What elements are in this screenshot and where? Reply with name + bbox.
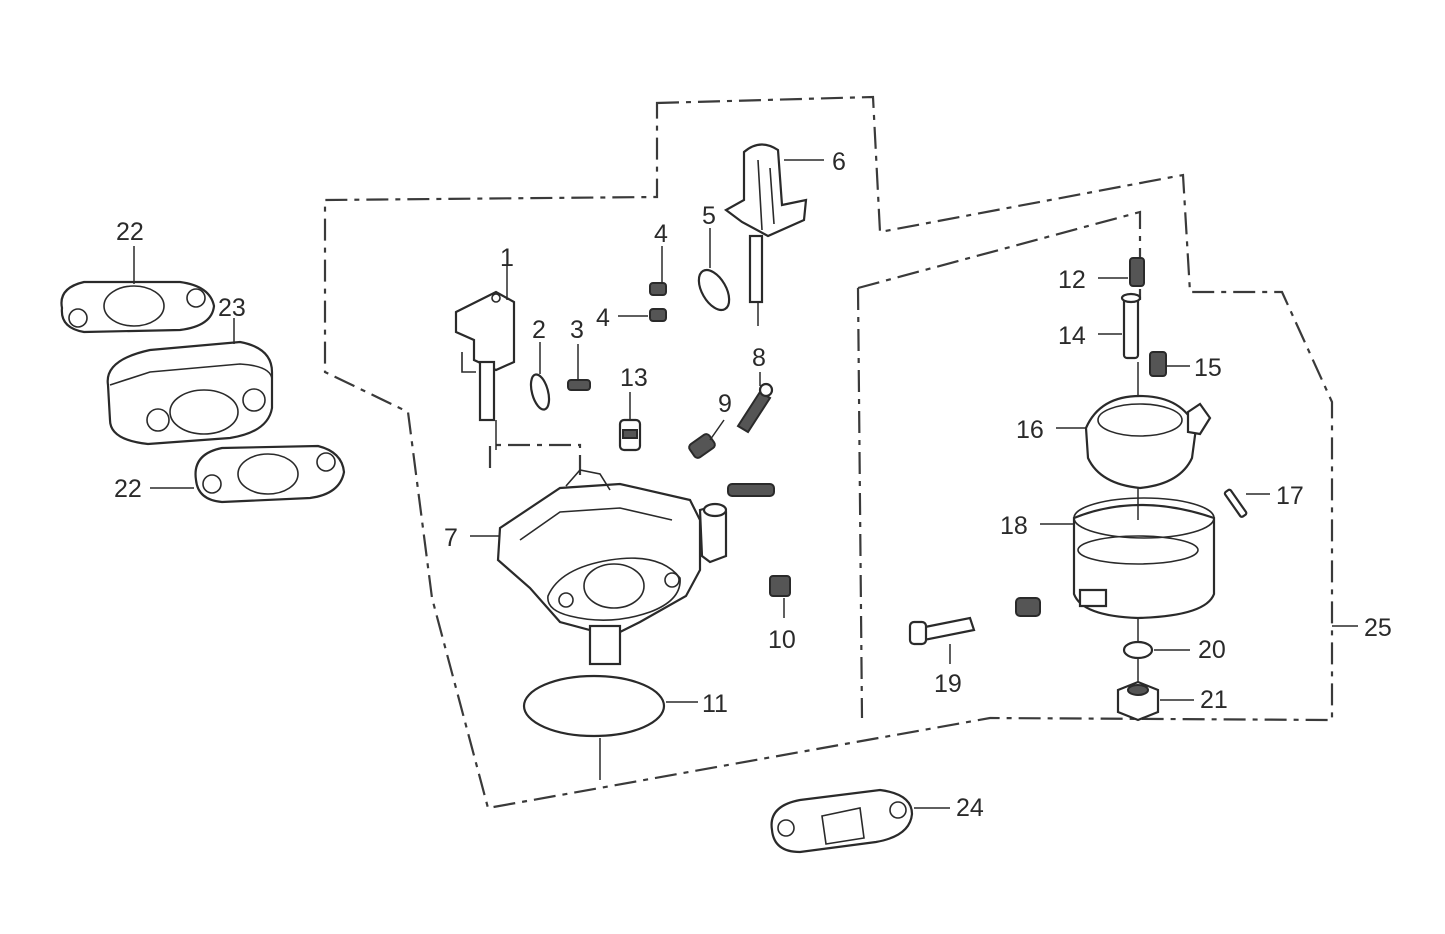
part-15-needle-valve — [1149, 351, 1167, 377]
part-9-spring — [688, 433, 716, 459]
callout-9: 9 — [718, 390, 732, 418]
part-14-needle-tube — [1120, 292, 1142, 360]
part-21-drain-bolt — [1116, 680, 1160, 722]
callout-7: 7 — [444, 524, 458, 552]
part-22-gasket-top — [60, 280, 216, 334]
part-4-screws — [649, 282, 667, 322]
part-16-float — [1084, 394, 1212, 490]
part-13-fitting — [618, 418, 642, 452]
part-8-idle-screw — [736, 382, 774, 434]
part-20-washer — [1122, 640, 1154, 660]
part-1-choke-lever — [454, 290, 516, 450]
assembly-boundary — [323, 95, 1334, 810]
callout-22-bottom: 22 — [114, 475, 142, 503]
callout-18: 18 — [1000, 512, 1028, 540]
part-3-screw — [567, 379, 591, 391]
callout-4-top: 4 — [654, 220, 668, 248]
part-10-plug — [769, 575, 791, 597]
part-5-throttle-plate — [697, 268, 731, 312]
callout-16: 16 — [1016, 416, 1044, 444]
callout-19: 19 — [934, 670, 962, 698]
callout-23: 23 — [218, 294, 246, 322]
callout-5: 5 — [702, 202, 716, 230]
callout-20: 20 — [1198, 636, 1226, 664]
callout-8: 8 — [752, 344, 766, 372]
callout-11: 11 — [702, 690, 728, 718]
callout-22-top: 22 — [116, 218, 144, 246]
part-22-gasket-bottom — [194, 444, 346, 504]
part-18-float-bowl — [1072, 497, 1216, 620]
callout-4-bottom: 4 — [596, 304, 610, 332]
callout-14: 14 — [1058, 322, 1086, 350]
callout-1: 1 — [500, 244, 514, 272]
part-7-carburetor-body — [496, 469, 775, 666]
callout-13: 13 — [620, 364, 648, 392]
callout-10: 10 — [768, 626, 796, 654]
part-23-insulator — [106, 340, 274, 446]
callout-17: 17 — [1276, 482, 1304, 510]
part-2-choke-plate — [529, 373, 551, 411]
callout-labels: 22 23 22 1 2 3 4 4 5 6 7 8 9 10 11 12 13… — [114, 148, 1392, 822]
callout-25: 25 — [1364, 614, 1392, 642]
part-6-throttle-lever — [723, 143, 808, 326]
callout-3: 3 — [570, 316, 584, 344]
part-17-float-pin — [1223, 488, 1248, 518]
part-12-spring — [1129, 257, 1145, 287]
part-19-bowl-screw — [908, 597, 1041, 646]
callout-12: 12 — [1058, 266, 1086, 294]
callout-2: 2 — [532, 316, 546, 344]
part-11-o-ring — [522, 674, 666, 738]
leader-lines — [133, 159, 1358, 809]
part-24-gasket — [770, 788, 914, 854]
callout-6: 6 — [832, 148, 846, 176]
callout-24: 24 — [956, 794, 984, 822]
callout-21: 21 — [1200, 686, 1228, 714]
callout-15: 15 — [1194, 354, 1222, 382]
